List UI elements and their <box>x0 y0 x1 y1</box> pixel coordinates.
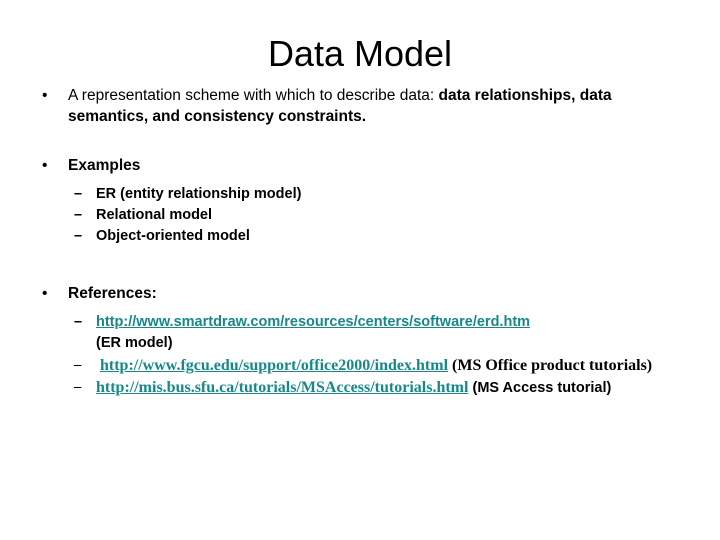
reference-link-sfu[interactable]: http://mis.bus.sfu.ca/tutorials/MSAccess… <box>96 379 469 396</box>
reference-link-fgcu[interactable]: http://www.fgcu.edu/support/office2000/i… <box>100 357 449 374</box>
spacer <box>0 275 720 283</box>
bullet-definition: • A representation scheme with which to … <box>0 85 720 127</box>
list-item: – ER (entity relationship model) <box>0 184 720 205</box>
reference-note: (MS Access tutorial) <box>472 380 612 396</box>
spacer <box>0 176 720 184</box>
spacer <box>0 247 720 275</box>
bullet-marker-icon: • <box>42 157 48 174</box>
definition-bold-text: data relationships, data semantics, and … <box>68 87 612 125</box>
bullet-marker-icon: • <box>42 285 48 302</box>
list-item: – Object-oriented model <box>0 226 720 247</box>
dash-marker-icon: – <box>74 379 82 395</box>
bullet-examples-heading: • Examples <box>0 155 720 176</box>
list-item: – Relational model <box>0 205 720 226</box>
spacer <box>0 304 720 312</box>
example-label: Object-oriented model <box>96 228 250 244</box>
page-title: Data Model <box>267 33 453 74</box>
bullet-marker-icon: • <box>42 87 48 104</box>
definition-normal-text: A representation scheme with which to de… <box>68 87 439 104</box>
dash-marker-icon: – <box>74 207 83 223</box>
list-item: – http://mis.bus.sfu.ca/tutorials/MSAcce… <box>0 377 720 399</box>
example-label: ER (entity relationship model) <box>96 186 302 202</box>
examples-heading-label: Examples <box>68 157 141 174</box>
slide-body: • A representation scheme with which to … <box>0 85 720 400</box>
reference-note: (ER model) <box>96 335 173 351</box>
bullet-references-heading: • References: <box>0 283 720 304</box>
references-heading-label: References: <box>68 285 157 302</box>
dash-marker-icon: – <box>74 314 83 330</box>
spacer <box>0 127 720 155</box>
list-item: – http://www.smartdraw.com/resources/cen… <box>0 312 720 354</box>
example-label: Relational model <box>96 207 213 223</box>
list-item: – http://www.fgcu.edu/support/office2000… <box>0 355 720 376</box>
reference-link-smartdraw[interactable]: http://www.smartdraw.com/resources/cente… <box>96 314 531 330</box>
dash-marker-icon: – <box>74 357 82 373</box>
reference-note-text: (MS Office product tutorials) <box>452 357 653 374</box>
dash-marker-icon: – <box>74 186 83 202</box>
dash-marker-icon: – <box>74 228 83 244</box>
